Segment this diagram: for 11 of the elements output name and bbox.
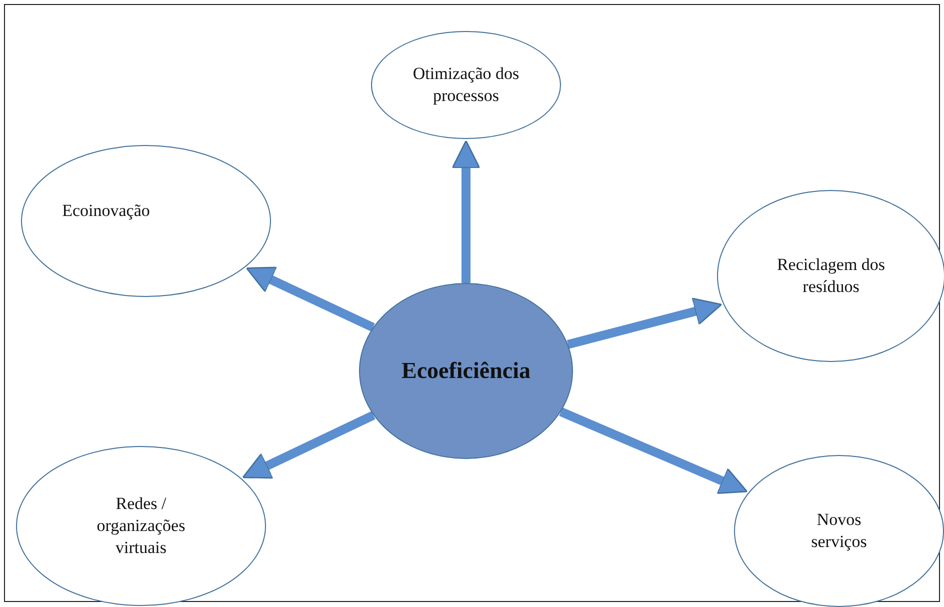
topic-label: Reciclagem dos resíduos <box>776 254 886 298</box>
topic-label: Redes / organizações virtuais <box>96 492 186 560</box>
block-arrow <box>242 411 376 479</box>
block-arrow <box>559 408 748 494</box>
block-arrow <box>452 140 480 283</box>
topic-label: Ecoinovação <box>62 200 150 222</box>
topic-label: Novos serviços <box>810 508 868 553</box>
topic-label: Otimização dos processos <box>412 62 520 107</box>
block-arrow <box>246 266 375 332</box>
central-label: Ecoeficiência <box>401 357 530 386</box>
block-arrow <box>566 298 722 349</box>
